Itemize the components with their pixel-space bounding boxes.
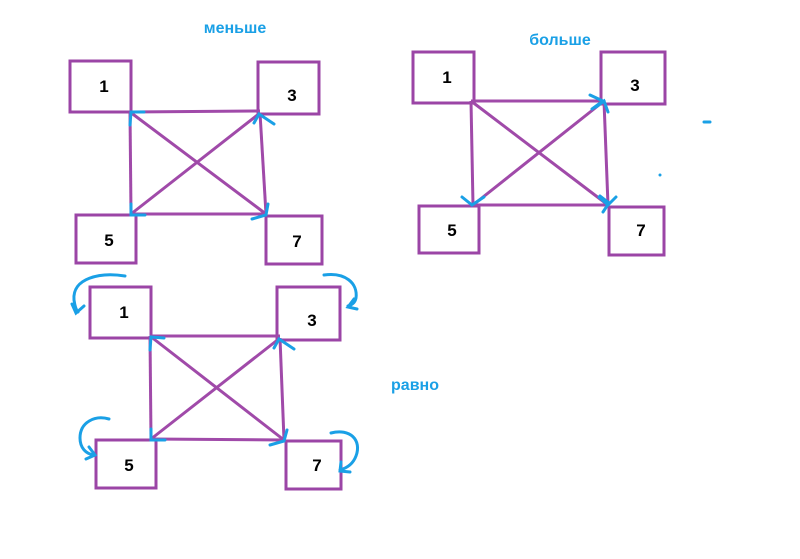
stray-dot	[658, 173, 662, 177]
diagram-title: меньше	[204, 20, 267, 37]
node-label: 1	[99, 77, 108, 96]
node-box	[74, 213, 138, 265]
node-label: 7	[292, 232, 301, 251]
diagram-title: больше	[529, 32, 591, 49]
self-loop-arrows	[70, 273, 359, 474]
node-box	[607, 205, 666, 257]
edges	[128, 109, 268, 216]
node-box	[264, 214, 324, 266]
node-box	[599, 50, 667, 106]
node-label: 5	[104, 231, 113, 250]
node-label: 3	[287, 86, 296, 105]
node-box	[417, 204, 481, 255]
node-label: 3	[307, 311, 316, 330]
edges	[148, 334, 286, 442]
node-box	[411, 50, 476, 105]
node-label: 7	[312, 456, 321, 475]
node-label: 5	[124, 456, 133, 475]
diagram-less: меньше 1 3 5 7	[68, 20, 324, 266]
diagram-title: равно	[391, 377, 439, 394]
diagram-equal: равно 1 3 5 7	[70, 273, 439, 491]
arrowheads	[148, 335, 296, 447]
node-box	[256, 60, 321, 116]
node-label: 3	[630, 76, 639, 95]
node-label: 7	[636, 221, 645, 240]
node-label: 5	[447, 221, 456, 240]
node-label: 1	[119, 303, 128, 322]
node-box	[275, 285, 342, 342]
node-box	[68, 59, 133, 114]
node-label: 1	[442, 68, 451, 87]
edges	[469, 99, 610, 207]
arrowheads	[128, 110, 276, 221]
arrowheads	[460, 93, 618, 214]
node-box	[94, 438, 158, 490]
node-box	[88, 285, 153, 340]
diagram-greater: больше 1 3 5 7	[411, 32, 712, 257]
